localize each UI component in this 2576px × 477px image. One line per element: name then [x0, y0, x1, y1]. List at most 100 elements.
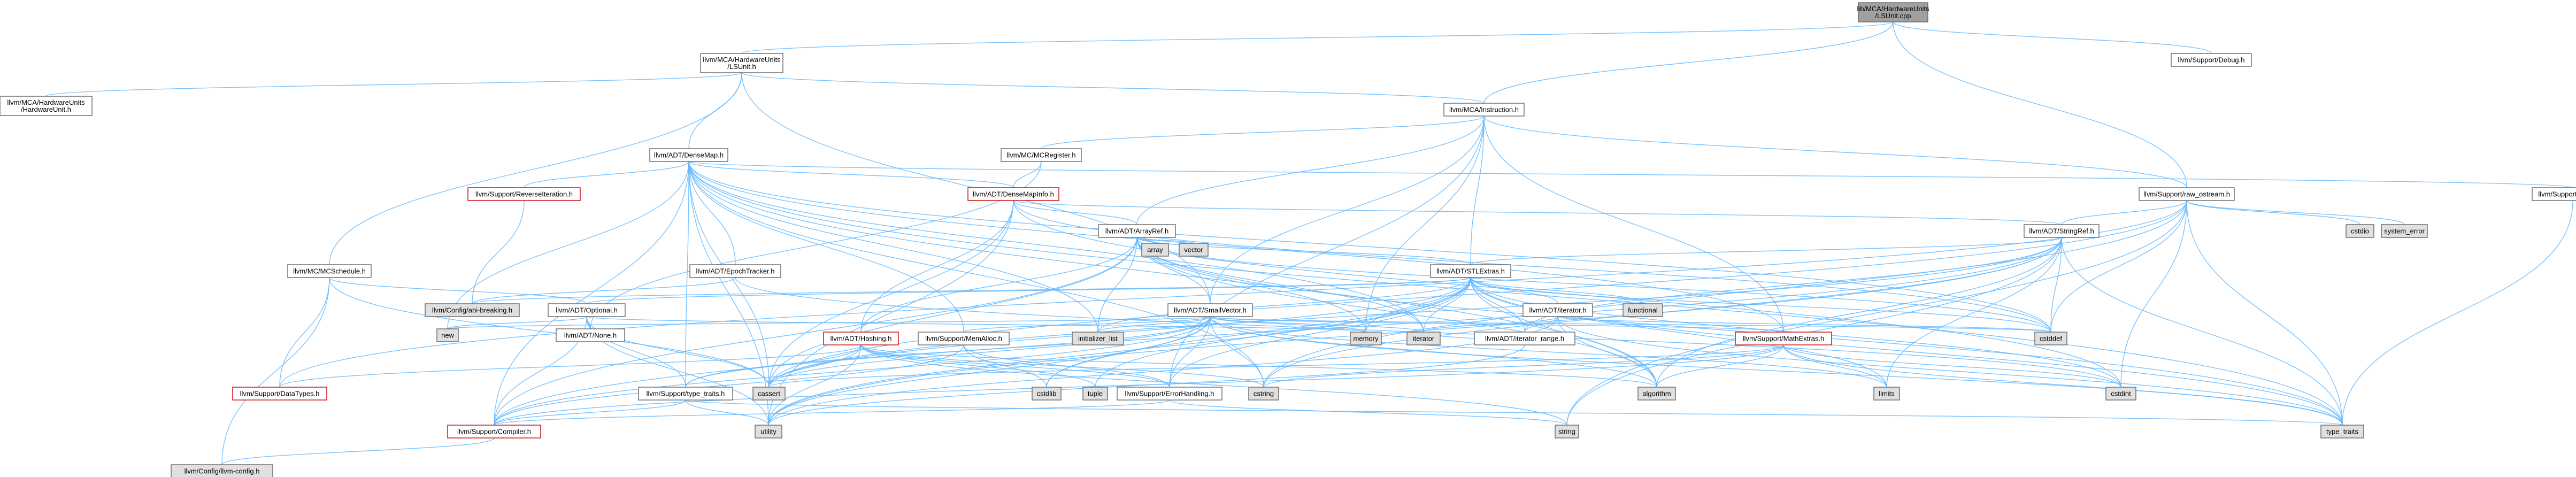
node-label-line: llvm/ADT/STLExtras.h [1436, 267, 1505, 275]
node-algorithm[interactable]: algorithm [1637, 387, 1676, 401]
edge-raw_ostream_h-to-type_traits [2186, 200, 2343, 426]
node-label-line: cstdio [2351, 227, 2369, 235]
node-label: cstddef [2040, 335, 2062, 343]
node-system-error[interactable]: system_error [2381, 224, 2428, 238]
edge-errorhandling_h-to-string [1169, 399, 1567, 426]
node-debug-h[interactable]: llvm/Support/Debug.h [2171, 53, 2252, 67]
node-mathextras-h[interactable]: llvm/Support/MathExtras.h [1735, 332, 1832, 345]
node-cstring[interactable]: cstring [1248, 387, 1279, 401]
node-box [2034, 332, 2067, 345]
edge-stringref_h-to-cstddef [2050, 237, 2062, 333]
edge-densemap_h-to-alignof_h [688, 161, 2573, 188]
node-stringref-h[interactable]: llvm/ADT/StringRef.h [2024, 224, 2100, 238]
edge-mathextras_h-to-compiler_h [494, 344, 1784, 426]
node-label-line: cstring [1254, 390, 1274, 398]
edge-errorhandling_h-to-compiler_h [494, 399, 1170, 426]
node-instruction-h[interactable]: llvm/MCA/Instruction.h [1443, 103, 1525, 117]
node-vector[interactable]: vector [1179, 243, 1209, 257]
edge-mathextras_h-to-cassert [768, 344, 1784, 388]
node-compiler-h[interactable]: llvm/Support/Compiler.h [447, 425, 541, 438]
node-memory[interactable]: memory [1350, 332, 1382, 345]
node-functional[interactable]: functional [1623, 303, 1663, 317]
node-alignof-h[interactable]: llvm/Support/AlignOf.h [2532, 187, 2576, 201]
node-box [436, 328, 459, 342]
node-hwunit-h[interactable]: llvm/MCA/HardwareUnits/HardwareUnit.h [0, 96, 93, 116]
edge-densemapinfo_h-to-arrayref_h [1013, 200, 1137, 225]
node-box [1001, 148, 1082, 162]
edge-smallvector_h-to-cassert [768, 316, 1211, 388]
node-box [689, 264, 781, 278]
edge-compiler_h-to-llvmconfig_h [221, 437, 495, 465]
node-cstdint[interactable]: cstdint [2105, 387, 2136, 401]
node-typetraits-h[interactable]: llvm/Support/type_traits.h [638, 387, 733, 401]
node-limits[interactable]: limits [1873, 387, 1900, 401]
node-iterator-h[interactable]: llvm/ADT/iterator.h [1522, 303, 1593, 317]
node-llvmconfig-h[interactable]: llvm/Config/llvm-config.h [171, 464, 273, 477]
node-reverseiter-h[interactable]: llvm/Support/ReverseIteration.h [467, 187, 581, 201]
node-errorhandling-h[interactable]: llvm/Support/ErrorHandling.h [1117, 387, 1222, 401]
node-box [467, 187, 581, 201]
node-root[interactable]: lib/MCA/HardwareUnits/LSUnit.cpp [1857, 2, 1929, 22]
node-label-line: llvm/ADT/SmallVector.h [1174, 306, 1247, 314]
edge-hashing_h-to-typetraits_h [685, 344, 862, 388]
node-type-traits[interactable]: type_traits [2320, 425, 2364, 438]
node-iterator-range-h[interactable]: llvm/ADT/iterator_range.h [1474, 332, 1575, 345]
node-smallvector-h[interactable]: llvm/ADT/SmallVector.h [1167, 303, 1253, 317]
edge-root-to-lsunit_h [741, 21, 1894, 54]
node-densemapinfo-h[interactable]: llvm/ADT/DenseMapInfo.h [967, 187, 1059, 201]
node-label: llvm/ADT/iterator.h [1529, 306, 1587, 314]
node-label-line: llvm/ADT/Hashing.h [831, 335, 892, 343]
node-optional-h[interactable]: llvm/ADT/Optional.h [548, 303, 626, 317]
edge-stringref_h-to-string [1566, 237, 2062, 426]
edge-smallvector_h-to-cstddef [1210, 316, 2051, 333]
edge-smallvector_h-to-memalloc_h [963, 316, 1211, 333]
node-label-line: functional [1628, 306, 1658, 314]
node-box [1443, 103, 1525, 117]
node-label-line: initializer_list [1078, 335, 1118, 343]
edge-smallvector_h-to-compiler_h [494, 316, 1211, 426]
node-iterator[interactable]: iterator [1406, 332, 1441, 345]
node-label: cstring [1254, 390, 1274, 398]
edge-densemapinfo_h-to-hashing_h [860, 200, 1014, 333]
node-utility[interactable]: utility [755, 425, 782, 438]
edge-iterator_h-to-cstddef [1557, 316, 2051, 333]
node-hashing-h[interactable]: llvm/ADT/Hashing.h [823, 332, 899, 345]
edge-mathextras_h-to-cstring [1263, 344, 1784, 388]
node-datatypes-h[interactable]: llvm/Support/DataTypes.h [232, 387, 327, 401]
edge-instruction_h-to-raw_ostream_h [1483, 116, 2187, 188]
node-cstdio[interactable]: cstdio [2346, 224, 2374, 238]
node-label-line: array [1147, 246, 1163, 254]
edge-optional_h-to-new [447, 316, 587, 329]
node-tuple[interactable]: tuple [1082, 387, 1108, 401]
node-raw-ostream-h[interactable]: llvm/Support/raw_ostream.h [2139, 187, 2235, 201]
node-label: llvm/ADT/STLExtras.h [1436, 267, 1505, 275]
node-array[interactable]: array [1141, 243, 1169, 257]
node-label: cstdint [2111, 390, 2131, 398]
node-memalloc-h[interactable]: llvm/Support/MemAlloc.h [918, 332, 1010, 345]
node-mcregister-h[interactable]: llvm/MC/MCRegister.h [1001, 148, 1082, 162]
node-lsunit-h[interactable]: llvm/MCA/HardwareUnits/LSUnit.h [700, 53, 783, 73]
node-initializer-list[interactable]: initializer_list [1072, 332, 1124, 345]
edge-densemap_h-to-cstring [688, 161, 1264, 388]
node-box [1141, 243, 1169, 257]
node-cassert[interactable]: cassert [752, 387, 786, 401]
edge-densemap_h-to-mathextras_h [688, 161, 1784, 333]
node-densemap-h[interactable]: llvm/ADT/DenseMap.h [649, 148, 728, 162]
node-label: llvm/Support/Compiler.h [457, 428, 531, 436]
node-label-line: llvm/MC/MCRegister.h [1006, 151, 1075, 159]
node-cstddef[interactable]: cstddef [2034, 332, 2067, 345]
node-stlextras-h[interactable]: llvm/ADT/STLExtras.h [1430, 264, 1511, 278]
node-new[interactable]: new [436, 328, 459, 342]
node-abibreaking-h[interactable]: llvm/Config/abi-breaking.h [425, 303, 520, 317]
node-epochtracker-h[interactable]: llvm/ADT/EpochTracker.h [689, 264, 781, 278]
edge-stlextras_h-to-initializer_list [1097, 277, 1471, 333]
edge-mathextras_h-to-limits [1783, 344, 1887, 388]
node-string[interactable]: string [1555, 425, 1579, 438]
node-box [2532, 187, 2576, 201]
node-label-line: llvm/ADT/ArrayRef.h [1105, 227, 1168, 235]
node-arrayref-h[interactable]: llvm/ADT/ArrayRef.h [1098, 224, 1176, 238]
edge-stlextras_h-to-functional [1470, 277, 1643, 304]
node-none-h[interactable]: llvm/ADT/None.h [556, 328, 625, 342]
node-mcschedule-h[interactable]: llvm/MC/MCSchedule.h [287, 264, 372, 278]
node-cstdlib[interactable]: cstdlib [1032, 387, 1062, 401]
